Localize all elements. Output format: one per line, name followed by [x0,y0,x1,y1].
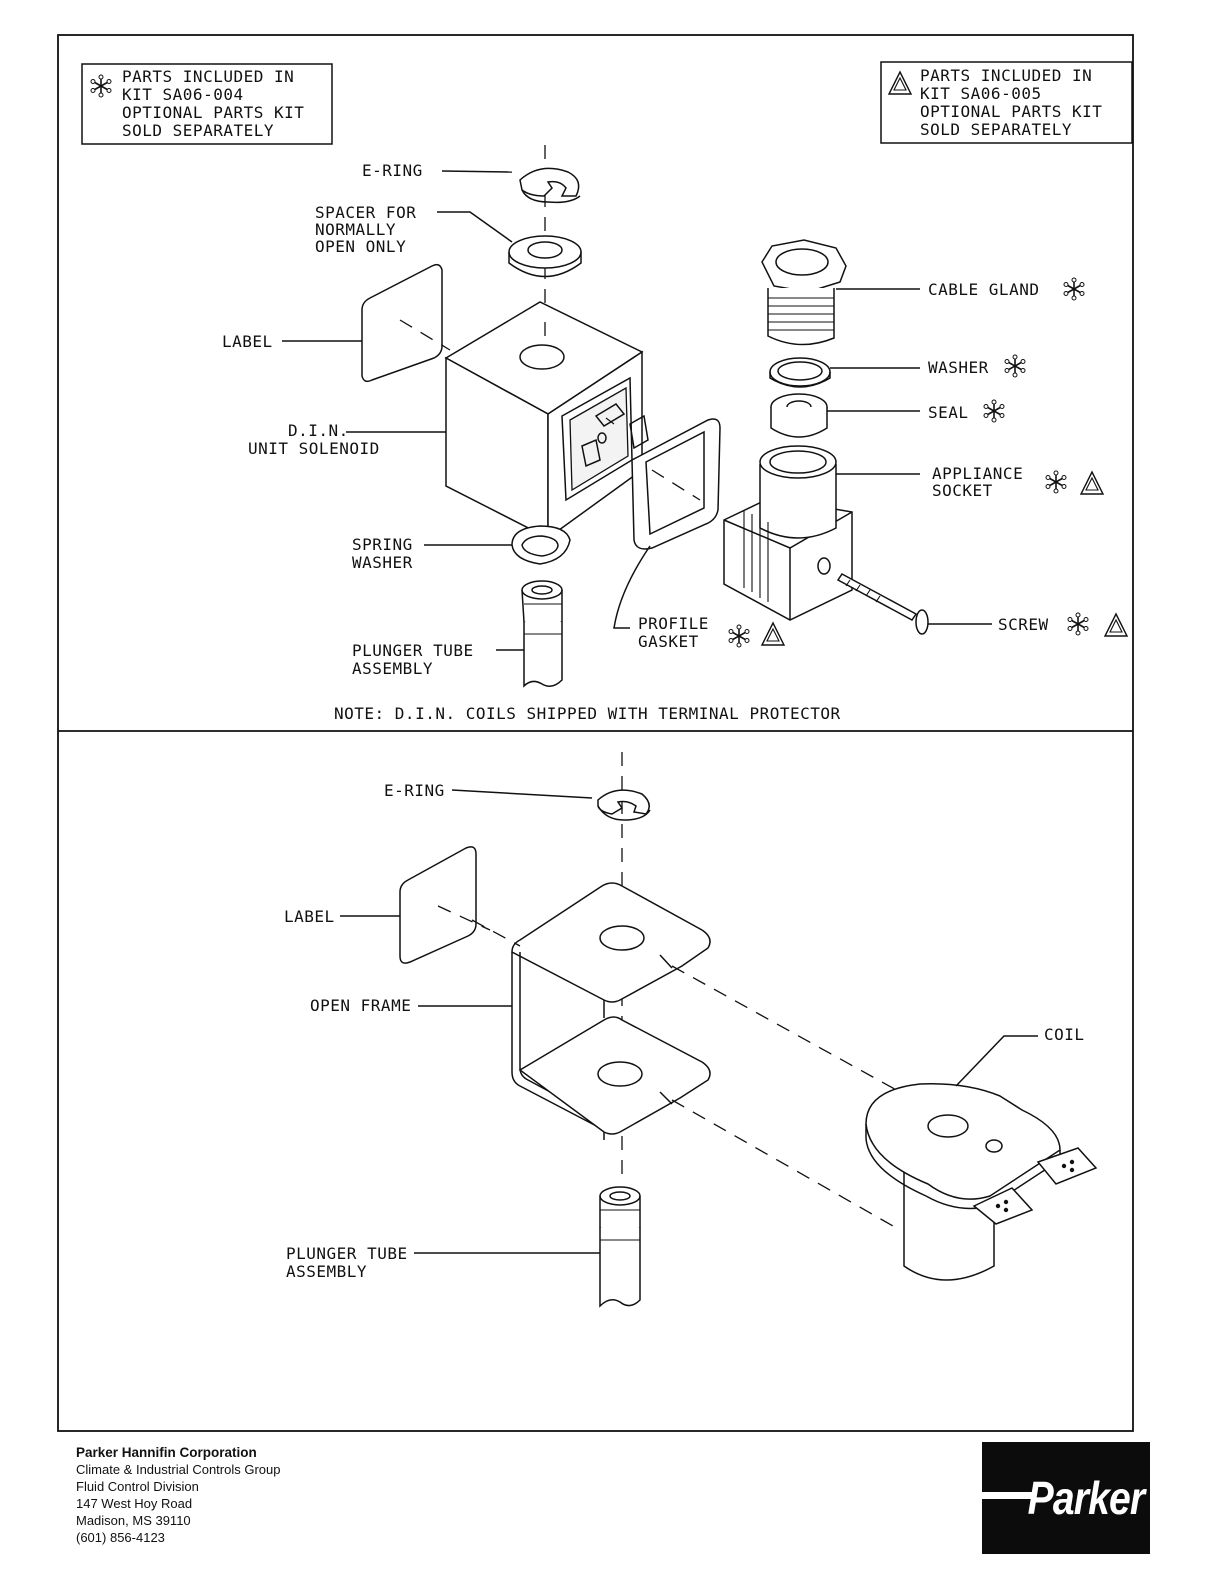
e-ring-label: E-RING [362,161,423,180]
kit-left-line1: PARTS INCLUDED IN [122,67,294,86]
appliance-socket-part [723,445,853,621]
e-ring-leader [441,170,513,173]
profile-gasket-part [631,418,721,550]
company-group: Climate & Industrial Controls Group [76,1462,281,1477]
cable-gland-part [761,239,847,346]
label-label: LABEL [222,332,273,351]
coil-label: COIL [1044,1025,1085,1044]
kit-right-line1: PARTS INCLUDED IN [920,66,1092,85]
din-solenoid-part [444,301,649,540]
spring-washer-part [511,525,571,565]
spacer-part [508,235,582,278]
socket-asterisk-icon [1045,470,1067,494]
spacer-label-1: SPACER FOR [315,203,416,222]
washer-label: WASHER [928,358,989,377]
coil-leader [955,1035,1038,1087]
washer-part [769,357,831,388]
open-frame-part [511,882,711,1140]
coil-dash-lower [671,1099,901,1231]
seal-asterisk-icon [983,399,1005,423]
screw-asterisk-icon [1067,612,1089,636]
logo-bar [982,1492,1036,1499]
coil-part [865,1083,1098,1281]
socket-triangle-icon [1080,471,1104,495]
gasket-dash [651,469,701,501]
kit-left-line2: KIT SA06-004 [122,85,244,104]
label-plate-part [361,263,443,383]
socket-label-1: APPLIANCE [932,464,1023,483]
company-phone: (601) 856-4123 [76,1530,165,1545]
page-border [57,34,1134,1432]
coil-dash-upper [671,965,901,1093]
bottom-e-ring-label: E-RING [384,781,445,800]
spacer-label-2: NORMALLY [315,220,396,239]
note-text: NOTE: D.I.N. COILS SHIPPED WITH TERMINAL… [334,704,841,723]
screw-part [836,573,929,635]
din-label-2: UNIT SOLENOID [248,439,380,458]
spring-label-2: WASHER [352,553,413,572]
screw-triangle-icon [1104,613,1128,637]
screw-label: SCREW [998,615,1049,634]
gasket-label-2: GASKET [638,632,699,651]
spacer-leader [437,211,513,243]
bottom-label-dash [437,905,491,931]
company-division: Fluid Control Division [76,1479,199,1494]
label-dash [399,319,451,351]
plunger-label-1: PLUNGER TUBE [352,641,474,660]
cable-gland-label: CABLE GLAND [928,280,1039,299]
kit-right-line3: OPTIONAL PARTS KIT [920,102,1102,121]
gasket-leader [613,545,651,629]
company-street: 147 West Hoy Road [76,1496,193,1511]
bottom-label-plate-part [399,846,477,964]
frame-dash-1 [471,919,521,947]
kit-legend-left: PARTS INCLUDED IN KIT SA06-004 OPTIONAL … [81,63,333,145]
kit-left-line4: SOLD SEPARATELY [122,121,274,140]
bottom-e-ring-leader [451,789,593,799]
bottom-label-label: LABEL [284,907,335,926]
spacer-label-3: OPEN ONLY [315,237,406,256]
kit-left-line3: OPTIONAL PARTS KIT [122,103,304,122]
footer-address: Parker Hannifin Corporation Climate & In… [76,1444,280,1546]
logo-text: Parker [1027,1472,1145,1524]
company-city: Madison, MS 39110 [76,1513,191,1528]
e-ring-part [519,167,581,204]
kit-right-line2: KIT SA06-005 [920,84,1042,103]
spring-label-1: SPRING [352,535,413,554]
socket-label-2: SOCKET [932,481,993,500]
cable-gland-asterisk-icon [1063,277,1085,301]
plunger-label-2: ASSEMBLY [352,659,433,678]
open-frame-label: OPEN FRAME [310,996,411,1015]
bottom-e-ring-part [597,789,651,821]
bottom-plunger-label-2: ASSEMBLY [286,1262,367,1281]
seal-part [770,393,828,438]
din-label-1: D.I.N. [288,421,349,440]
bottom-plunger-tube-part [599,1186,641,1308]
bottom-plunger-label-1: PLUNGER TUBE [286,1244,408,1263]
plunger-tube-part [521,580,563,688]
parker-logo: Parker [982,1442,1150,1554]
seal-label: SEAL [928,403,969,422]
washer-asterisk-icon [1004,354,1026,378]
gasket-asterisk-icon [728,624,750,648]
kit-right-line4: SOLD SEPARATELY [920,120,1072,139]
gasket-triangle-icon [761,622,785,646]
company-name: Parker Hannifin Corporation [76,1445,257,1460]
gasket-label-1: PROFILE [638,614,709,633]
kit-legend-right: PARTS INCLUDED IN KIT SA06-005 OPTIONAL … [880,61,1133,144]
